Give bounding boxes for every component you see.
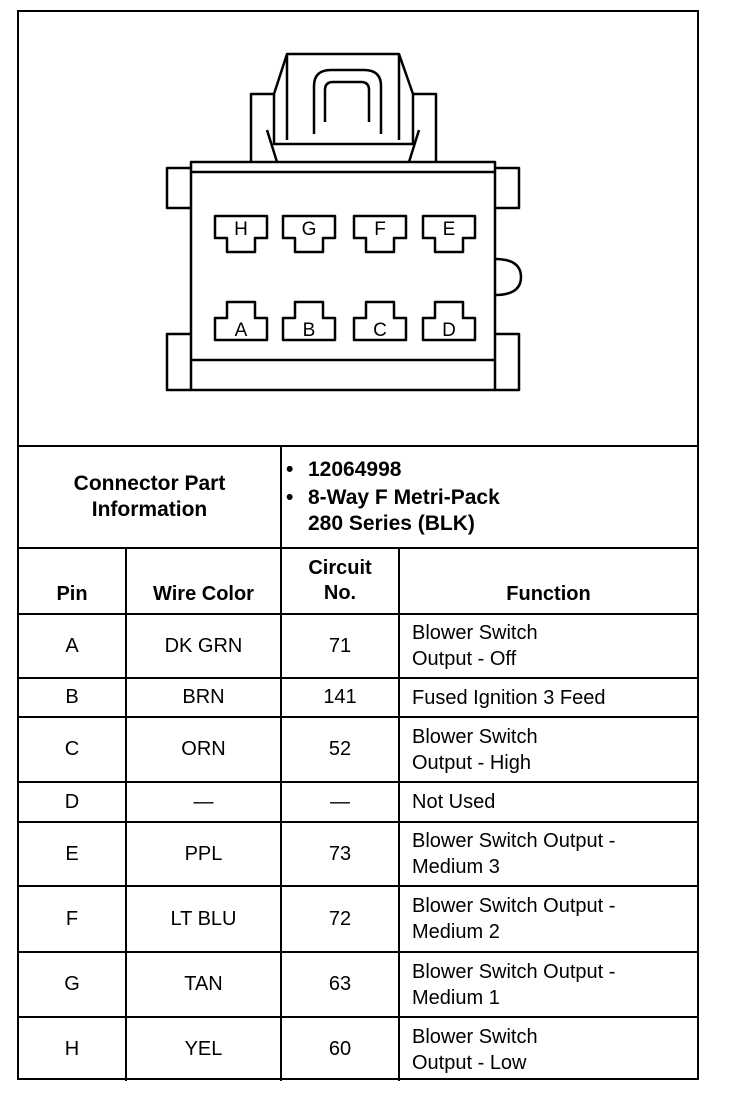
row-wire-color: — <box>125 781 282 823</box>
row-function: Blower Switch Output - Low <box>398 1016 697 1081</box>
row-function: Blower Switch Output - Medium 3 <box>398 821 697 887</box>
row-pin: C <box>19 716 127 783</box>
connector-sheet: H G F E A B C D Connector Part Informati… <box>17 10 699 1081</box>
cavity-f-outline <box>352 214 408 254</box>
pin-label-f: F <box>374 219 386 240</box>
cavity-e-outline <box>421 214 477 254</box>
pin-label-e: E <box>443 219 456 240</box>
description-item: • 8-Way F Metri-Pack 280 Series (BLK) <box>286 485 697 537</box>
table-row: C ORN 52 Blower Switch Output - High <box>19 716 697 783</box>
row-wire-color: TAN <box>125 951 282 1018</box>
header-pin: Pin <box>19 547 127 615</box>
row-function-line1: Blower Switch Output - <box>412 960 616 983</box>
row-circuit: 71 <box>280 613 400 679</box>
connector-diagram: H G F E A B C D <box>19 12 697 445</box>
connector-table: Connector Part Information • 12064998 • … <box>19 445 697 1081</box>
connector-info-label-line2: Information <box>91 498 208 521</box>
row-function-line2: Output - Off <box>412 648 517 670</box>
row-circuit: 72 <box>280 885 400 953</box>
header-circuit-line2: No. <box>323 582 357 604</box>
row-function: Blower Switch Output - Medium 2 <box>398 885 697 953</box>
row-function-line1: Blower Switch <box>412 725 538 748</box>
connector-info-label: Connector Part Information <box>19 445 282 549</box>
connector-info-row: Connector Part Information • 12064998 • … <box>19 445 697 549</box>
description-line2: 280 Series (BLK) <box>308 512 475 535</box>
row-function: Fused Ignition 3 Feed <box>398 677 697 718</box>
row-wire-color: DK GRN <box>125 613 282 679</box>
table-row: A DK GRN 71 Blower Switch Output - Off <box>19 613 697 679</box>
header-circuit-no: Circuit No. <box>280 547 400 615</box>
row-function-line2: Medium 1 <box>412 986 500 1009</box>
row-pin: D <box>19 781 127 823</box>
cavity-h-outline <box>213 214 269 254</box>
row-wire-color: BRN <box>125 677 282 718</box>
row-pin: E <box>19 821 127 887</box>
row-wire-color: YEL <box>125 1016 282 1081</box>
row-circuit: 60 <box>280 1016 400 1081</box>
table-header-row: Pin Wire Color Circuit No. Function <box>19 547 697 615</box>
header-function: Function <box>398 547 697 615</box>
table-row: D — — Not Used <box>19 781 697 823</box>
header-circuit-line1: Circuit <box>308 557 372 579</box>
row-wire-color: LT BLU <box>125 885 282 953</box>
row-function-line1: Blower Switch <box>412 1025 538 1048</box>
connector-face-drawing: H G F E A B C D <box>165 52 523 392</box>
row-function: Not Used <box>398 781 697 823</box>
row-circuit: — <box>280 781 400 823</box>
pin-label-h: H <box>234 219 248 240</box>
row-function-line2: Medium 2 <box>412 921 500 943</box>
row-wire-color: PPL <box>125 821 282 887</box>
table-row: G TAN 63 Blower Switch Output - Medium 1 <box>19 951 697 1018</box>
cavity-c-outline <box>352 300 408 342</box>
pin-label-g: G <box>302 219 317 240</box>
cavity-d-outline <box>421 300 477 342</box>
row-function: Blower Switch Output - Medium 1 <box>398 951 697 1018</box>
table-row: E PPL 73 Blower Switch Output - Medium 3 <box>19 821 697 887</box>
pin-label-a: A <box>235 320 248 341</box>
row-function-line2: Output - High <box>412 751 531 774</box>
row-pin: G <box>19 951 127 1018</box>
connector-info-label-line1: Connector Part <box>73 472 226 495</box>
row-function-line2: Medium 3 <box>412 856 500 878</box>
part-number-item: • 12064998 <box>286 457 697 483</box>
row-function: Blower Switch Output - High <box>398 716 697 783</box>
row-pin: A <box>19 613 127 679</box>
connector-info-list: • 12064998 • 8-Way F Metri-Pack 280 Seri… <box>280 445 697 549</box>
description-line1: 8-Way F Metri-Pack <box>308 486 500 509</box>
latch-outline <box>272 52 415 146</box>
row-function-line1: Fused Ignition 3 Feed <box>412 686 606 709</box>
row-function-line1: Blower Switch Output - <box>412 895 616 917</box>
pin-label-b: B <box>303 320 316 341</box>
row-circuit: 52 <box>280 716 400 783</box>
bullet-icon: • <box>286 458 294 481</box>
latch-arm <box>312 68 383 134</box>
part-number: 12064998 <box>308 458 402 481</box>
table-row: H YEL 60 Blower Switch Output - Low <box>19 1016 697 1081</box>
header-wire-color: Wire Color <box>125 547 282 615</box>
row-pin: H <box>19 1016 127 1081</box>
row-function: Blower Switch Output - Off <box>398 613 697 679</box>
row-circuit: 63 <box>280 951 400 1018</box>
row-function-line1: Blower Switch Output - <box>412 830 616 852</box>
cavity-b-outline <box>281 300 337 342</box>
row-circuit: 141 <box>280 677 400 718</box>
pin-label-d: D <box>442 320 456 341</box>
housing-body <box>189 160 497 392</box>
pin-label-c: C <box>373 320 387 341</box>
bullet-icon: • <box>286 486 294 509</box>
table-row: F LT BLU 72 Blower Switch Output - Mediu… <box>19 885 697 953</box>
row-pin: F <box>19 885 127 953</box>
cavity-g-outline <box>281 214 337 254</box>
table-row: B BRN 141 Fused Ignition 3 Feed <box>19 677 697 718</box>
row-pin: B <box>19 677 127 718</box>
key-notch <box>494 257 523 297</box>
cavity-a-outline <box>213 300 269 342</box>
row-circuit: 73 <box>280 821 400 887</box>
row-function-line2: Output - Low <box>412 1051 527 1074</box>
row-function-line1: Blower Switch <box>412 622 538 644</box>
row-wire-color: ORN <box>125 716 282 783</box>
row-function-line1: Not Used <box>412 791 496 813</box>
